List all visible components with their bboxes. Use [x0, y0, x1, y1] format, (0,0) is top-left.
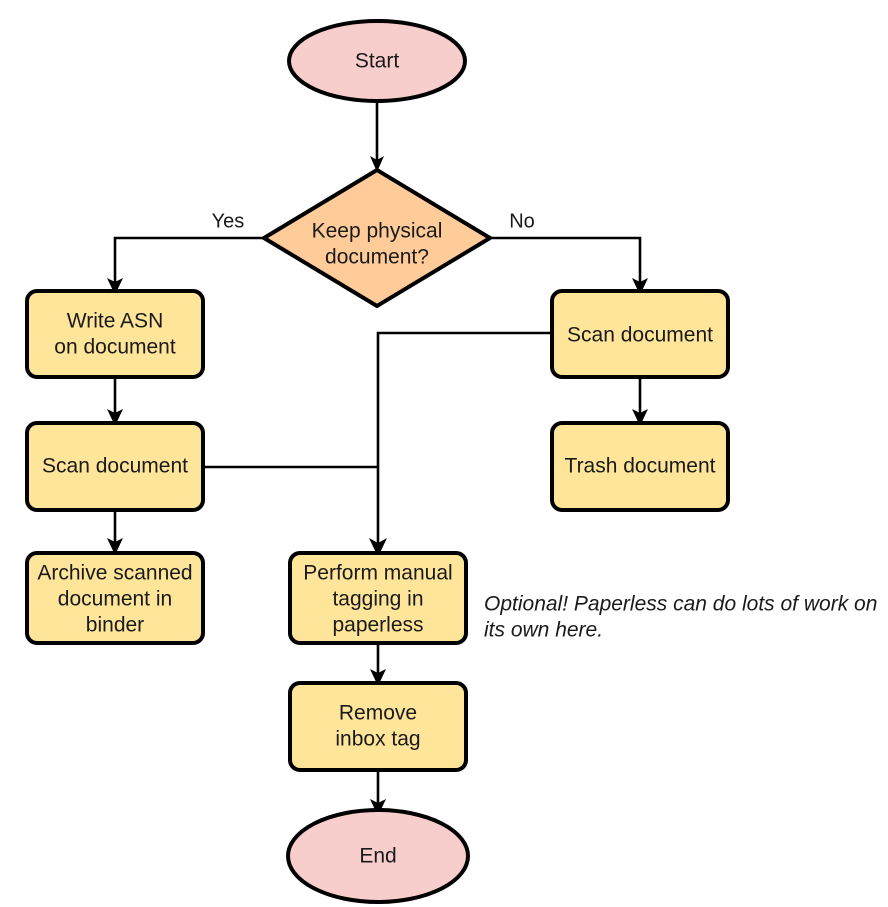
arrowhead-writeasn-scanleft: [107, 409, 123, 426]
arrowhead-start-decision: [370, 156, 384, 172]
arrowhead-scanleft-archive: [107, 538, 123, 555]
edge-start-to-decision: [370, 100, 384, 172]
decision-label-line2: document?: [325, 246, 429, 269]
edge-line-decision-no: [490, 236, 642, 285]
remove-inbox-label-line2: inbox tag: [335, 728, 420, 751]
edge-line-decision-yes: [113, 236, 264, 285]
arrowhead-decision-no: [632, 278, 648, 295]
node-scan-document-left[interactable]: Scan document: [25, 421, 205, 512]
edge-tagging-to-removeinbox: [370, 643, 386, 686]
start-ellipse[interactable]: [287, 19, 467, 103]
node-remove-inbox-tag[interactable]: Remove inbox tag: [288, 681, 468, 772]
decision-diamond[interactable]: [262, 168, 492, 308]
manual-tagging-label-line2: tagging in: [332, 588, 423, 611]
edge-scanleft-to-archive: [107, 510, 123, 555]
manual-tagging-label-line3: paperless: [332, 614, 423, 637]
optional-note-line2: its own here.: [484, 619, 603, 642]
write-asn-box[interactable]: [25, 289, 205, 379]
node-trash-document[interactable]: Trash document: [550, 421, 730, 512]
edge-removeinbox-to-end: [370, 770, 386, 816]
edge-line-scanright-trunk: [376, 331, 552, 545]
edge-label-yes: Yes: [212, 210, 245, 232]
node-decision-keep-physical-document[interactable]: Keep physical document?: [262, 168, 492, 308]
node-end[interactable]: End: [286, 808, 470, 904]
arrowhead-decision-yes: [107, 278, 123, 295]
start-label: Start: [355, 50, 400, 73]
archive-box[interactable]: [25, 551, 205, 645]
trash-document-label: Trash document: [565, 455, 716, 478]
manual-tagging-box[interactable]: [288, 551, 468, 645]
manual-tagging-label-line1: Perform manual: [303, 562, 452, 585]
archive-label-line3: binder: [86, 614, 144, 637]
edge-writeasn-to-scanleft: [107, 377, 123, 426]
node-write-asn-on-document[interactable]: Write ASN on document: [25, 289, 205, 379]
node-start[interactable]: Start: [287, 19, 467, 103]
scan-document-left-label: Scan document: [42, 455, 188, 478]
node-archive-scanned-document[interactable]: Archive scanned document in binder: [25, 551, 205, 645]
scan-document-left-box[interactable]: [25, 421, 205, 512]
node-perform-manual-tagging[interactable]: Perform manual tagging in paperless: [288, 551, 468, 645]
remove-inbox-label-line1: Remove: [339, 702, 417, 725]
edge-decision-no: No: [490, 210, 648, 295]
arrowhead-trunk-tagging: [369, 538, 387, 557]
remove-inbox-tag-box[interactable]: [288, 681, 468, 772]
end-ellipse[interactable]: [286, 808, 470, 904]
end-label: End: [359, 845, 396, 868]
arrowhead-tagging-removeinbox: [370, 669, 386, 686]
write-asn-label-line1: Write ASN: [67, 310, 163, 333]
decision-label-line1: Keep physical: [312, 220, 443, 243]
trash-document-box[interactable]: [550, 421, 730, 512]
arrowhead-removeinbox-end: [370, 799, 386, 816]
edge-scanright-to-trash: [632, 377, 648, 426]
archive-label-line1: Archive scanned: [37, 562, 192, 585]
archive-label-line2: document in: [58, 588, 172, 611]
optional-note-line1: Optional! Paperless can do lots of work …: [484, 593, 877, 616]
annotation-optional-note: Optional! Paperless can do lots of work …: [484, 593, 877, 642]
edge-decision-yes: Yes: [107, 210, 264, 295]
node-scan-document-right[interactable]: Scan document: [550, 289, 730, 379]
scan-document-right-box[interactable]: [550, 289, 730, 379]
edge-label-no: No: [509, 210, 535, 232]
scan-document-right-label: Scan document: [567, 324, 713, 347]
arrowhead-scanright-trash: [632, 409, 648, 426]
edge-scanright-to-tagging: [369, 331, 552, 557]
write-asn-label-line2: on document: [54, 336, 176, 359]
